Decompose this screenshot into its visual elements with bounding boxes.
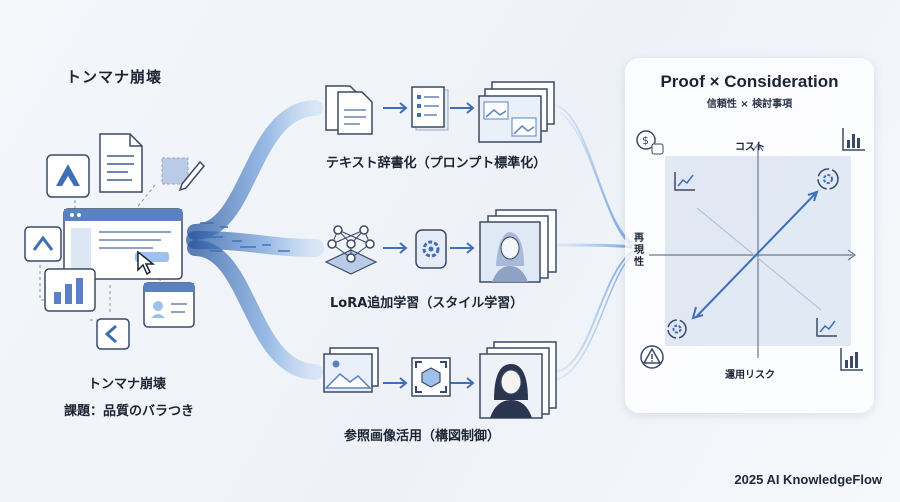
bar-chart-icon	[839, 346, 865, 372]
panel-subtitle: 信頼性 × 検討事項	[706, 99, 793, 110]
document-icon	[94, 132, 146, 194]
logo-icon	[46, 154, 90, 198]
cursor-icon	[135, 250, 159, 276]
route-label-reference-image: 参照画像活用（構図制御）	[344, 429, 501, 444]
browser-window-icon	[63, 208, 183, 280]
list-icon	[410, 86, 452, 132]
axis-label-operational-risk: 運用リスク	[725, 370, 775, 381]
trend-icon	[815, 316, 839, 338]
images-stack-icon	[478, 80, 556, 144]
gear-chip-icon	[410, 228, 452, 270]
chart-icon	[44, 268, 96, 312]
arrow-app-icon	[96, 318, 130, 350]
quadrant-axes	[649, 142, 857, 358]
axis-label-cost: コスト	[735, 142, 765, 153]
arrow-app-icon	[24, 226, 62, 262]
bar-chart-icon	[841, 126, 867, 152]
route-label-lora: LoRA追加学習（スタイル学習）	[330, 296, 524, 311]
warning-icon	[639, 344, 665, 370]
problem-caption: トンマナ崩壊	[88, 377, 167, 392]
footer-credit: 2025 AI KnowledgeFlow	[734, 472, 882, 487]
documents-stack-icon	[322, 82, 380, 136]
focus-frame-icon	[410, 356, 452, 398]
money-icon: $	[635, 128, 665, 156]
trend-icon	[673, 170, 697, 192]
page-title: トンマナ崩壊	[66, 68, 163, 86]
woman-portrait-icon	[478, 340, 558, 420]
recycle-gear-icon	[665, 317, 689, 341]
gear-cycle-icon	[815, 166, 841, 192]
svg-text:$: $	[642, 134, 649, 147]
problem-subcaption: 課題：品質のバラつき	[64, 404, 195, 419]
neural-network-icon	[322, 222, 380, 278]
panel-title: Proof × Consideration	[660, 72, 839, 91]
pencil-icon	[160, 152, 206, 192]
evaluation-panel: Proof × Consideration 信頼性 × 検討事項 コスト 再現性…	[625, 58, 874, 413]
landscape-image-icon	[322, 346, 380, 396]
route-label-text-dictionary: テキスト辞書化（プロンプト標準化）	[326, 156, 547, 171]
axis-label-reproducibility: 再現性	[634, 233, 644, 268]
profile-card-icon	[143, 282, 195, 328]
portrait-cards-icon	[478, 208, 558, 284]
